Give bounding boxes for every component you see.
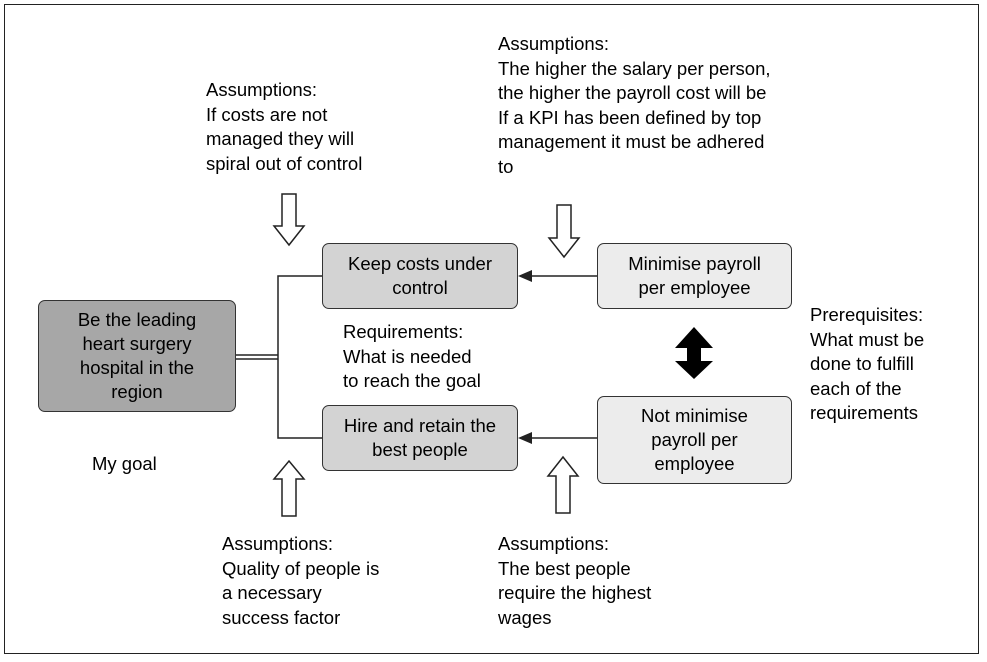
- prerequisite-bottom-arrow: [518, 432, 597, 444]
- diagram-frame: [4, 4, 979, 654]
- assumption-costs-text: Assumptions: If costs are not managed th…: [206, 79, 363, 174]
- assumption-up-arrow-icon: [546, 455, 580, 514]
- assumption-up-arrow-icon: [272, 459, 306, 517]
- prerequisite-text: Minimise payroll per employee: [628, 253, 761, 298]
- prerequisites-caption: Prerequisites: What must be done to fulf…: [810, 304, 925, 423]
- assumption-down-arrow-icon: [272, 193, 306, 247]
- prerequisite-box-not-minimise: Not minimise payroll per employee: [597, 396, 792, 484]
- goal-text: Be the leading heart surgery hospital in…: [77, 309, 197, 402]
- requirement-text: Keep costs under control: [348, 253, 492, 298]
- goal-label: My goal: [92, 453, 157, 474]
- requirements-to-goal-connector: [236, 275, 322, 439]
- requirements-caption: Requirements: What is needed to reach th…: [343, 321, 481, 391]
- assumption-wages-text: Assumptions: The best people require the…: [498, 533, 652, 628]
- assumption-down-arrow-icon: [547, 204, 581, 259]
- goal-box: Be the leading heart surgery hospital in…: [38, 300, 236, 412]
- requirement-text: Hire and retain the best people: [343, 415, 497, 460]
- prerequisite-text: Not minimise payroll per employee: [641, 405, 748, 474]
- prerequisite-box-minimise: Minimise payroll per employee: [597, 243, 792, 309]
- requirement-box-keep-costs: Keep costs under control: [322, 243, 518, 309]
- requirement-box-hire-retain: Hire and retain the best people: [322, 405, 518, 471]
- assumption-people-text: Assumptions: Quality of people is a nece…: [222, 533, 380, 628]
- conflict-double-arrow-icon: [675, 327, 713, 379]
- prerequisite-top-arrow: [518, 270, 597, 282]
- assumption-payroll-text: Assumptions: The higher the salary per p…: [498, 33, 771, 177]
